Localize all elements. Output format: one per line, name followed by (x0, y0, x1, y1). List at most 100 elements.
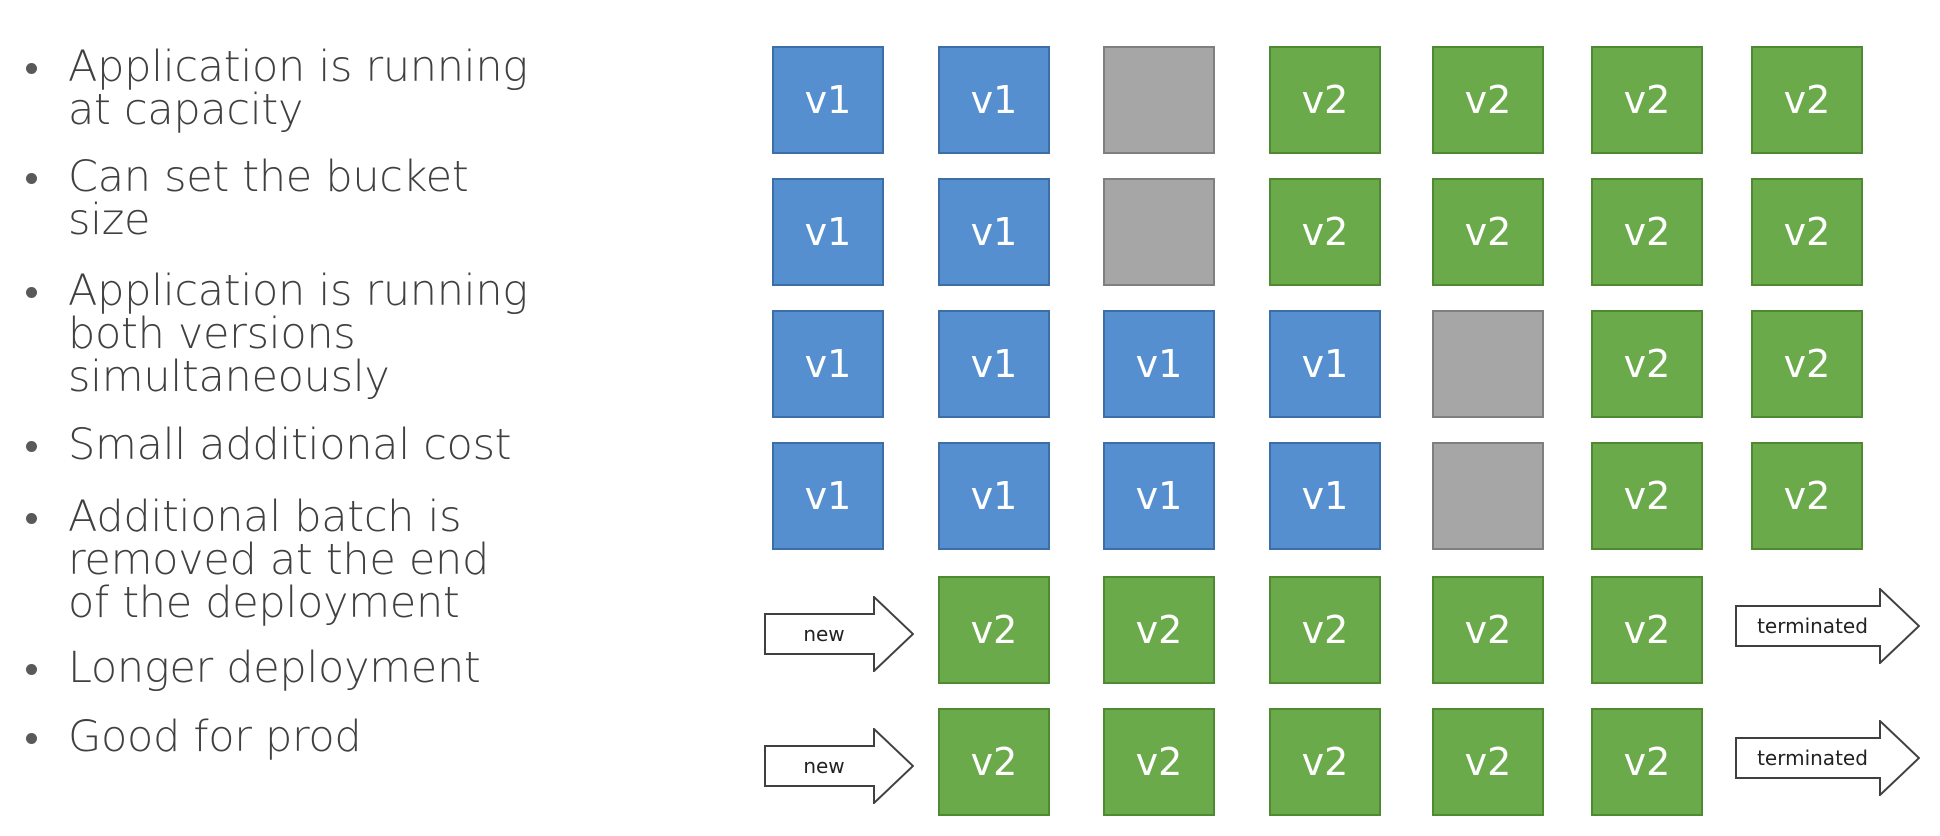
v1-instance-box: v1 (772, 442, 884, 550)
v2-instance-box: v2 (1432, 708, 1544, 816)
terminated-arrow: terminated (1735, 586, 1921, 666)
version-label: v1 (804, 210, 852, 254)
new-label: new (803, 622, 845, 646)
version-label: v1 (1135, 342, 1183, 386)
v2-instance-box: v2 (1103, 576, 1215, 684)
v1-instance-box: v1 (772, 310, 884, 418)
bullet-text: Application is running both versions sim… (68, 266, 528, 402)
v1-instance-box: v1 (772, 178, 884, 286)
v2-instance-box: v2 (1103, 708, 1215, 816)
v2-instance-box: v2 (1591, 46, 1703, 154)
v2-instance-box: v2 (1591, 576, 1703, 684)
v2-instance-box: v2 (1591, 442, 1703, 550)
version-label: v2 (1783, 474, 1831, 518)
bullet-text: Small additional cost (68, 420, 512, 470)
v2-instance-box: v2 (1591, 708, 1703, 816)
v1-instance-box: v1 (1269, 442, 1381, 550)
terminated-label: terminated (1757, 614, 1868, 638)
version-label: v2 (1783, 342, 1831, 386)
version-label: v2 (1623, 342, 1671, 386)
arrow-outline (1735, 586, 1921, 666)
version-label: v1 (804, 342, 852, 386)
v1-instance-box: v1 (1103, 442, 1215, 550)
version-label: v1 (1301, 342, 1349, 386)
v1-instance-box: v1 (1103, 310, 1215, 418)
v2-instance-box: v2 (1269, 46, 1381, 154)
v2-instance-box: v2 (1591, 310, 1703, 418)
version-label: v2 (1623, 740, 1671, 784)
arrow-shape (1735, 586, 1921, 666)
bullet-text: Good for prod (68, 712, 362, 762)
v2-instance-box: v2 (1432, 576, 1544, 684)
v1-instance-box: v1 (938, 442, 1050, 550)
bullet-text: Additional batch is removed at the end o… (68, 492, 489, 628)
version-label: v2 (1464, 608, 1512, 652)
v2-instance-box: v2 (1432, 178, 1544, 286)
v2-instance-box: v2 (1432, 46, 1544, 154)
arrow-shape (764, 594, 915, 674)
bullet-dot (26, 441, 37, 452)
version-label: v2 (1135, 740, 1183, 784)
terminated-label: terminated (1757, 746, 1868, 770)
version-label: v1 (970, 78, 1018, 122)
version-label: v2 (1464, 78, 1512, 122)
version-label: v1 (804, 474, 852, 518)
v1-instance-box: v1 (938, 178, 1050, 286)
bullet-dot (26, 287, 37, 298)
v2-instance-box: v2 (938, 576, 1050, 684)
version-label: v2 (1623, 210, 1671, 254)
v1-instance-box: v1 (938, 310, 1050, 418)
empty-instance-box (1103, 178, 1215, 286)
bullet-text: Longer deployment (68, 643, 481, 693)
v2-instance-box: v2 (1591, 178, 1703, 286)
arrow-shape (1735, 718, 1921, 798)
empty-instance-box (1432, 442, 1544, 550)
version-label: v2 (1464, 210, 1512, 254)
version-label: v2 (1623, 78, 1671, 122)
v1-instance-box: v1 (772, 46, 884, 154)
terminated-arrow: terminated (1735, 718, 1921, 798)
version-label: v1 (1301, 474, 1349, 518)
new-arrow: new (764, 726, 915, 806)
version-label: v1 (1135, 474, 1183, 518)
bullet-dot (26, 733, 37, 744)
v1-instance-box: v1 (938, 46, 1050, 154)
version-label: v1 (970, 342, 1018, 386)
bullet-dot (26, 173, 37, 184)
version-label: v1 (804, 78, 852, 122)
v2-instance-box: v2 (1751, 46, 1863, 154)
version-label: v1 (970, 474, 1018, 518)
version-label: v2 (1783, 78, 1831, 122)
v2-instance-box: v2 (1269, 576, 1381, 684)
arrow-shape (764, 726, 915, 806)
bullet-text: Can set the bucket size (68, 152, 469, 245)
version-label: v1 (970, 210, 1018, 254)
empty-instance-box (1432, 310, 1544, 418)
version-label: v2 (970, 608, 1018, 652)
version-label: v2 (1301, 608, 1349, 652)
bullet-text: Application is running at capacity (68, 42, 528, 135)
new-arrow: new (764, 594, 915, 674)
bullet-dot (26, 664, 37, 675)
empty-instance-box (1103, 46, 1215, 154)
version-label: v2 (1623, 608, 1671, 652)
version-label: v2 (1301, 78, 1349, 122)
arrow-outline (764, 726, 915, 806)
v2-instance-box: v2 (1751, 310, 1863, 418)
version-label: v2 (1135, 608, 1183, 652)
v1-instance-box: v1 (1269, 310, 1381, 418)
version-label: v2 (1301, 210, 1349, 254)
v2-instance-box: v2 (1269, 708, 1381, 816)
version-label: v2 (1623, 474, 1671, 518)
v2-instance-box: v2 (1751, 178, 1863, 286)
version-label: v2 (1301, 740, 1349, 784)
v2-instance-box: v2 (938, 708, 1050, 816)
bullet-dot (26, 63, 37, 74)
arrow-outline (1735, 718, 1921, 798)
bullet-list: Application is running at capacity Can s… (0, 0, 560, 836)
bullet-dot (26, 513, 37, 524)
version-label: v2 (1783, 210, 1831, 254)
v2-instance-box: v2 (1269, 178, 1381, 286)
